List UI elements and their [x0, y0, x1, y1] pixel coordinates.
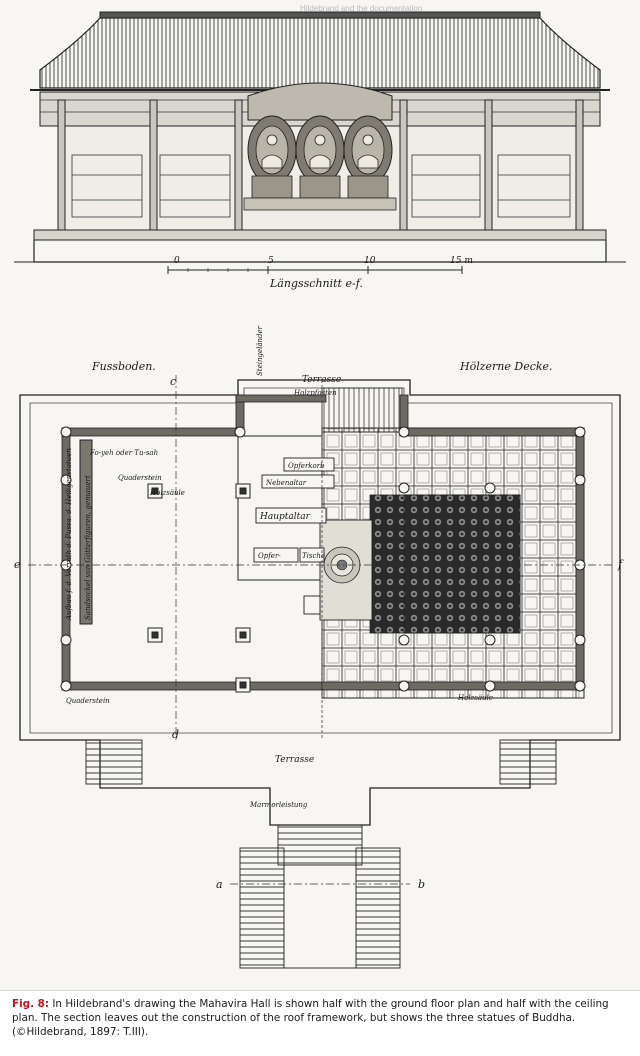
label-holzpfosten: Holzpfosten: [293, 389, 337, 397]
axis-e: e: [14, 558, 21, 571]
scale-bar: 0 5 10 15 m Längsschnitt e-f.: [167, 256, 473, 290]
label-steingelander: Steingeländer: [256, 325, 264, 376]
axis-a: a: [216, 878, 223, 891]
plan-right-heading: Hölzerne Decke.: [459, 360, 553, 373]
front-stairs-left: [85, 739, 143, 785]
plan-left-heading: Fussboden.: [91, 360, 156, 373]
architectural-drawing: 0 5 10 15 m Längsschnitt e-f.: [14, 11, 626, 969]
coffer-field: [403, 494, 521, 634]
section-title: Längsschnitt e-f.: [269, 277, 363, 290]
central-altar: [319, 519, 373, 621]
scale-label-15: 15 m: [450, 256, 473, 266]
label-quaderstein-bottom: Quaderstein: [66, 697, 110, 705]
section-platform: [33, 229, 607, 241]
label-opferkorb: Opferkorb: [288, 462, 325, 470]
label-holzsaule-left: Holzsäule: [149, 489, 185, 497]
caption-label: Fig. 8:: [12, 998, 50, 1010]
front-stairs-center: [277, 824, 363, 866]
label-sandsockel: Sandsockel von Götterfiguren, gemauert: [84, 475, 92, 620]
floor-plan: [19, 375, 621, 969]
plan-labels: Fussboden. Hölzerne Decke. Terrasse Terr…: [14, 325, 624, 891]
front-stairs-right: [499, 739, 557, 785]
axis-d: d: [172, 728, 179, 741]
roof-ridge: [99, 11, 541, 19]
terrace-top-label: Terrasse: [302, 375, 341, 385]
longitudinal-section: [14, 11, 626, 263]
buddha-left: [247, 115, 297, 199]
figure-caption: Fig. 8: In Hildebrand's drawing the Maha…: [0, 990, 640, 1056]
label-hauptaltar: Hauptaltar: [259, 512, 311, 522]
label-nebenaltar: Nebenaltar: [265, 479, 307, 487]
label-tische: Tische: [302, 552, 325, 560]
background-text: Hildebrand and the documentation: [300, 4, 423, 13]
label-fo-yeh: Fo-yeh oder Tu-sah: [89, 449, 158, 457]
label-aufbau: Aufbau f. d. Vorrath d. Pussa. d. Heilig…: [65, 448, 73, 621]
label-quaderstein-top: Quaderstein: [118, 474, 162, 482]
scale-label-10: 10: [364, 256, 376, 266]
scale-label-5: 5: [268, 256, 274, 266]
buddha-statues: [243, 115, 397, 211]
label-holzsaule-right: Holzsäule: [457, 694, 493, 702]
axis-b: b: [418, 878, 425, 891]
scale-label-0: 0: [174, 256, 180, 266]
buddha-center: [295, 115, 345, 199]
column-bases-left: [147, 483, 251, 693]
label-marmorleistung: Marmorleistung: [249, 801, 308, 809]
axis-c: c: [170, 375, 176, 388]
axis-f: f: [617, 558, 624, 571]
terrace-bottom-label: Terrasse: [275, 755, 314, 765]
wall-columns: [60, 426, 586, 692]
label-opfer: Opfer-: [258, 552, 281, 560]
roof: [39, 17, 601, 89]
caption-text: In Hildebrand's drawing the Mahavira Hal…: [12, 998, 609, 1038]
buddha-right: [343, 115, 393, 199]
